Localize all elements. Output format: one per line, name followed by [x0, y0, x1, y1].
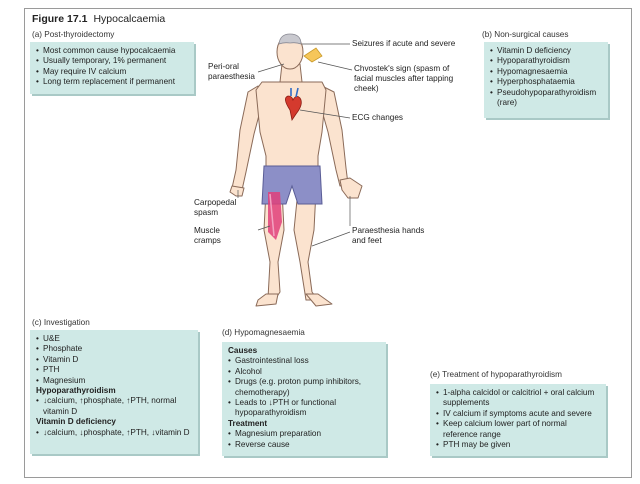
left-hand	[229, 185, 245, 197]
label-chvostek: Chvostek's sign (spasm of facial muscles…	[354, 64, 454, 93]
vitd-heading: Vitamin D deﬁciency	[36, 417, 116, 427]
section-d-heading: (d) Hypomagnesaemia	[222, 328, 305, 337]
list-item: ↓calcium, ↑phosphate, ↑PTH, normal vitam…	[36, 396, 192, 417]
list-item: U&E	[36, 334, 192, 345]
list-item: Hypomagnesaemia	[490, 67, 602, 78]
list-item: PTH	[36, 365, 192, 376]
label-carpopedal: Carpopedal spasm	[194, 198, 237, 217]
section-a-heading: (a) Post-thyroidectomy	[32, 30, 115, 39]
vitd-list: ↓calcium, ↓phosphate, ↑PTH, ↓vitamin D	[36, 428, 192, 439]
section-b-list: Vitamin D deficiencyHypoparathyroidismHy…	[490, 46, 602, 108]
hypopara-list: ↓calcium, ↑phosphate, ↑PTH, normal vitam…	[36, 396, 192, 417]
list-item: Magnesium preparation	[228, 429, 380, 440]
list-item: Phosphate	[36, 344, 192, 355]
figure-title-text: Hypocalcaemia	[93, 13, 166, 25]
causes-list: Gastrointestinal lossAlcoholDrugs (e.g. …	[228, 356, 380, 418]
section-c-list: U&EPhosphateVitamin DPTHMagnesium	[36, 334, 192, 386]
list-item: Long term replacement if permanent	[36, 77, 188, 88]
list-item: Keep calcium lower part of normal refere…	[436, 419, 600, 440]
section-a-list: Most common cause hypocalcaemiaUsually t…	[36, 46, 188, 88]
right-hand	[339, 177, 363, 199]
left-foot	[255, 293, 279, 307]
figure-number: Figure 17.1	[32, 13, 88, 25]
list-item: 1-alpha calcidol or calcitriol + oral ca…	[436, 388, 600, 409]
label-paraesthesia: Paraesthesia hands and feet	[352, 226, 425, 245]
section-b-box: Vitamin D deficiencyHypoparathyroidismHy…	[484, 42, 608, 118]
hypopara-heading: Hypoparathyroidism	[36, 386, 116, 396]
list-item: Usually temporary, 1% permanent	[36, 56, 188, 67]
heart-icon	[285, 95, 302, 122]
label-cramps: Muscle cramps	[194, 226, 221, 245]
causes-heading: Causes	[228, 346, 258, 355]
brain-icon	[278, 33, 302, 45]
section-c-heading: (c) Investigation	[32, 318, 90, 327]
list-item: Pseudohypoparathyroidism (rare)	[490, 88, 602, 109]
list-item: Hypoparathyroidism	[490, 56, 602, 67]
label-seizures: Seizures if acute and severe	[352, 39, 456, 48]
list-item: Vitamin D deficiency	[490, 46, 602, 57]
section-b-heading: (b) Non-surgical causes	[482, 30, 569, 39]
section-c-box: U&EPhosphateVitamin DPTHMagnesium Hypopa…	[30, 330, 198, 454]
list-item: Drugs (e.g. proton pump inhibitors, chem…	[228, 377, 380, 398]
list-item: Alcohol	[228, 367, 380, 378]
list-item: Most common cause hypocalcaemia	[36, 46, 188, 57]
section-a-box: Most common cause hypocalcaemiaUsually t…	[30, 42, 194, 94]
right-foot	[305, 293, 333, 307]
section-d-box: Causes Gastrointestinal lossAlcoholDrugs…	[222, 342, 386, 456]
treatment-heading: Treatment	[228, 418, 268, 428]
list-item: PTH may be given	[436, 440, 600, 451]
list-item: May require IV calcium	[36, 67, 188, 78]
list-item: Hyperphosphataemia	[490, 77, 602, 88]
list-item: Reverse cause	[228, 440, 380, 451]
list-item: IV calcium if symptoms acute and severe	[436, 409, 600, 420]
treatment-list: Magnesium preparationReverse cause	[228, 429, 380, 450]
list-item: Vitamin D	[36, 355, 192, 366]
figure-title: Figure 17.1 Hypocalcaemia	[32, 13, 165, 25]
list-item: Magnesium	[36, 376, 192, 387]
list-item: Gastrointestinal loss	[228, 356, 380, 367]
list-item: ↓calcium, ↓phosphate, ↑PTH, ↓vitamin D	[36, 428, 192, 439]
section-e-box: 1-alpha calcidol or calcitriol + oral ca…	[430, 384, 606, 456]
label-ecg: ECG changes	[352, 113, 403, 122]
section-e-heading: (e) Treatment of hypoparathyroidism	[430, 370, 562, 379]
section-e-list: 1-alpha calcidol or calcitriol + oral ca…	[436, 388, 600, 451]
list-item: Leads to ↓PTH or functional hypoparathyr…	[228, 398, 380, 419]
label-perioral: Peri-oral paraesthesia	[208, 62, 255, 81]
chvostek-tap-icon	[303, 47, 323, 63]
